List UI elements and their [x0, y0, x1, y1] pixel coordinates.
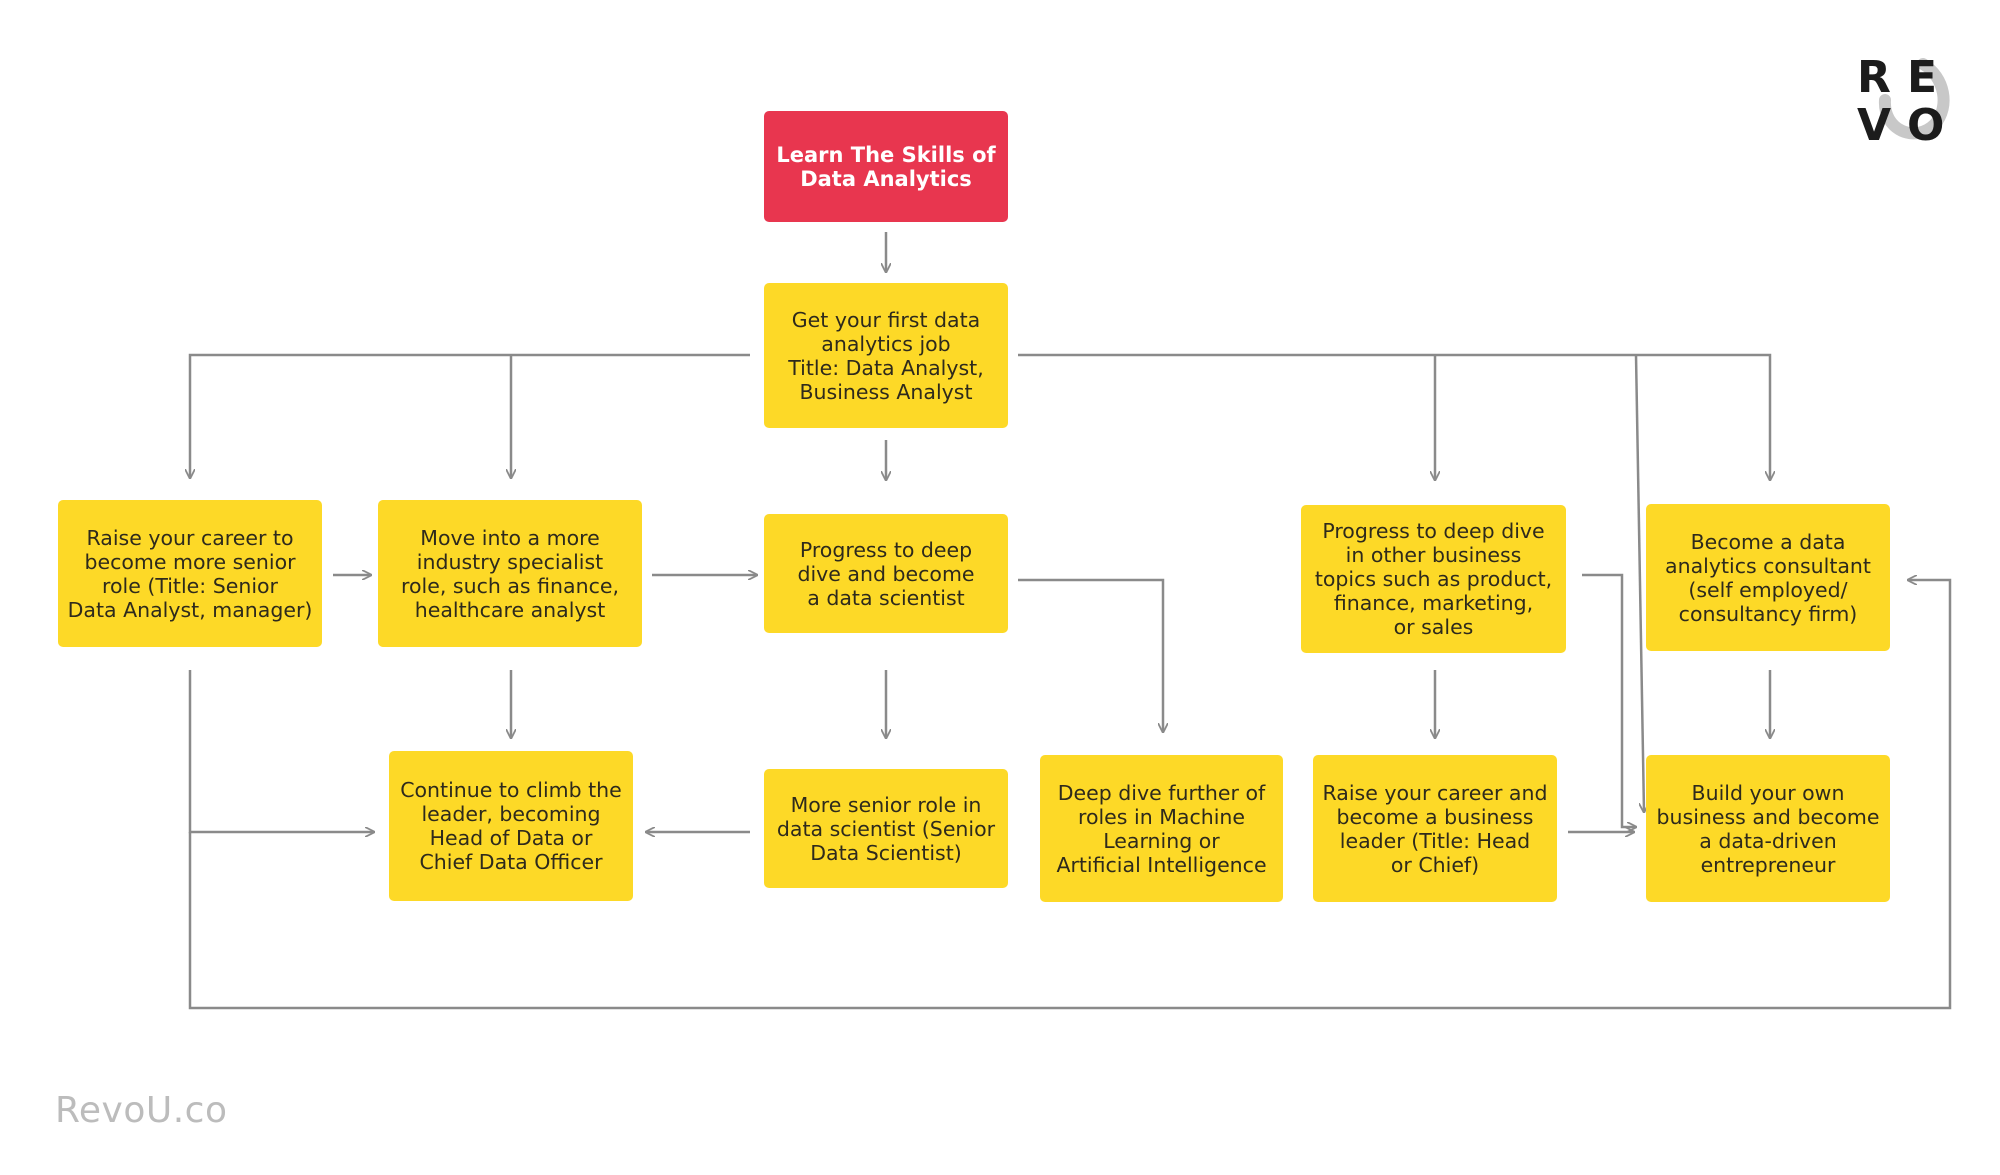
edge-first-job-senior-role — [190, 353, 750, 478]
node-learn-skills: Learn The Skills of Data Analytics — [764, 111, 1008, 222]
node-head-of-data: Continue to climb the leader, becoming H… — [389, 751, 633, 901]
edge-senior-role-head-of-data — [188, 670, 374, 832]
node-consultant: Become a data analytics consultant (self… — [1646, 504, 1890, 651]
revou-watermark: RevoU.co — [55, 1090, 228, 1131]
node-business-topics: Progress to deep dive in other business … — [1301, 505, 1566, 653]
edge-business-topics-entrepreneur — [1582, 573, 1636, 827]
node-first-job: Get your first data analytics job Title:… — [764, 283, 1008, 428]
edge-first-job-entrepreneur — [1634, 354, 1644, 812]
logo-ring-icon — [1879, 58, 1950, 140]
node-entrepreneur: Build your own business and become a dat… — [1646, 755, 1890, 902]
node-industry-specialist: Move into a more industry specialist rol… — [378, 500, 642, 647]
logo-letter-o: O — [1907, 100, 1945, 151]
edge-senior-role-consultant-loop — [188, 580, 1952, 1010]
edge-first-job-consultant — [1018, 353, 1770, 480]
logo-letter-v: V — [1857, 100, 1892, 151]
edge-data-scientist-ml — [1018, 578, 1163, 732]
node-data-scientist: Progress to deep dive and become a data … — [764, 514, 1008, 633]
node-senior-data-scientist: More senior role in data scientist (Seni… — [764, 769, 1008, 888]
revo-logo: R E V O — [1855, 52, 1955, 152]
logo-letter-e: E — [1907, 52, 1938, 103]
node-ml-ai: Deep dive further of roles in Machine Le… — [1040, 755, 1283, 902]
logo-letter-r: R — [1857, 52, 1891, 103]
node-senior-role: Raise your career to become more senior … — [58, 500, 322, 647]
node-business-leader: Raise your career and become a business … — [1313, 755, 1557, 902]
